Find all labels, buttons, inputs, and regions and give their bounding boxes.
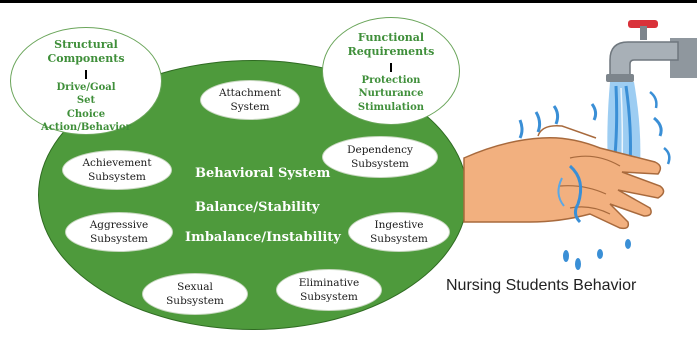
attachment-subsystem-line2: System [230,101,270,113]
structural-item-set: Set [76,95,96,107]
top-rule [0,0,697,3]
functional-item-nurturance: Nurturance [358,88,424,100]
functional-item-stimulation: Stimulation [357,101,425,113]
aggressive-subsystem-line2: Subsystem [90,233,148,245]
achievement-subsystem-line2: Subsystem [88,171,146,183]
sexual-subsystem-line1: Sexual [177,280,213,293]
eliminative-subsystem-line1: Eliminative [298,276,360,289]
ingestive-subsystem-line2: Subsystem [370,233,428,245]
imbalance-instability-label: Imbalance/Instability [185,230,341,245]
functional-requirements-title-2: Requirements [347,45,435,59]
functional-item-protection: Protection [361,74,421,86]
structural-item-choice: Choice [66,108,106,120]
structural-item-drive-goal: Drive/Goal [56,81,116,93]
dependency-subsystem-line2: Subsystem [351,158,409,170]
structural-divider [85,69,87,79]
structural-components-title-1: Structural [54,38,118,51]
ingestive-subsystem-line1: Ingestive [374,218,424,231]
sexual-subsystem-line2: Subsystem [166,295,224,307]
achievement-subsystem-line1: Achievement [82,156,152,169]
structural-components-title-2: Components [47,52,125,66]
functional-requirements-title-1: Functional [357,31,425,44]
faucet-icon [606,20,697,82]
illustration-caption: Nursing Students Behavior [446,277,637,294]
hands-icon [463,124,665,230]
functional-requirements-bubble: Functional Requirements Protection Nurtu… [322,17,460,125]
attachment-subsystem-line1: Attachment [219,86,281,99]
dependency-subsystem-line1: Dependency [347,143,413,156]
aggressive-subsystem-line1: Aggressive [89,218,149,231]
behavioral-system-label: Behavioral System [195,166,331,181]
structural-components-bubble: Structural Components Drive/Goal Set Cho… [10,27,162,135]
water-drop-icon [518,91,671,270]
structural-item-action-behavior: Action/Behavior [41,122,131,134]
functional-divider [390,62,392,72]
handwashing-illustration [463,20,697,270]
balance-stability-label: Balance/Stability [195,200,320,215]
eliminative-subsystem-line2: Subsystem [300,291,358,303]
